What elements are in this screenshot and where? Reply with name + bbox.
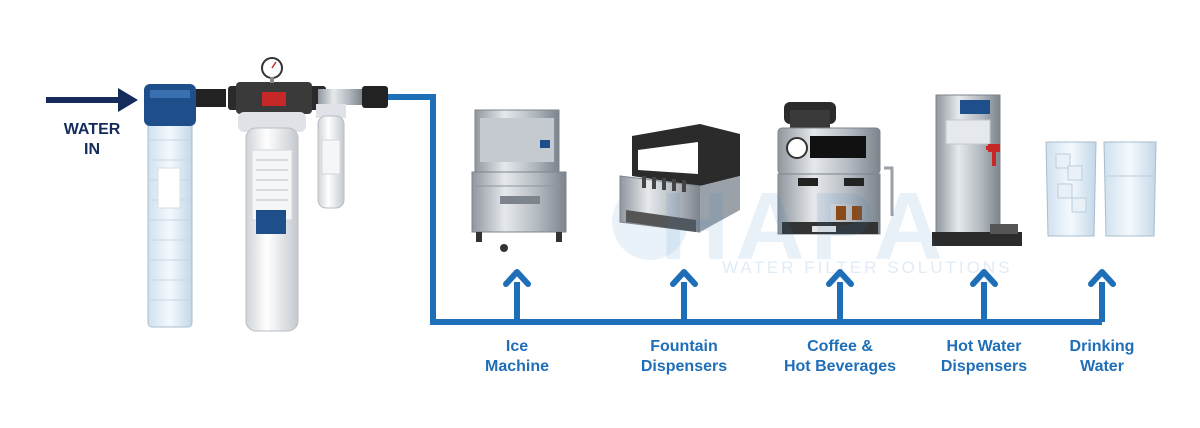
water-in-label: WATER IN (52, 120, 132, 160)
watermark-name: HAPA (660, 173, 949, 280)
input-arrow-icon (46, 88, 138, 112)
watermark-tagline: WATER FILTER SOLUTIONS (722, 258, 1013, 277)
branch-arrow-coffee-hot-beverages-icon (826, 269, 854, 322)
output-label-drinking-water: Drinking Water (1052, 337, 1152, 377)
branch-arrow-fountain-dispensers-icon (670, 269, 698, 322)
output-label-line1: Coffee & (807, 338, 873, 355)
output-label-line2: Water (1080, 358, 1124, 375)
output-label-fountain-dispensers: Fountain Dispensers (624, 337, 744, 377)
output-label-line1: Fountain (650, 338, 718, 355)
distribution-pipe (385, 94, 1102, 325)
sediment-filter-icon (144, 84, 196, 328)
carbon-filter-cartridge-icon (238, 112, 306, 332)
water-in-line1: WATER (63, 121, 121, 138)
output-label-line1: Drinking (1069, 338, 1135, 355)
output-label-hot-water-dispensers: Hot Water Dispensers (924, 337, 1044, 377)
output-label-ice-machine: Ice Machine (462, 337, 572, 377)
output-label-line2: Dispensers (940, 358, 1028, 375)
fountain-dispenser-icon (619, 124, 740, 233)
output-label-line2: Machine (484, 358, 549, 375)
output-label-line1: Hot Water (946, 338, 1022, 355)
output-label-coffee-hot-beverages: Coffee & Hot Beverages (772, 337, 908, 377)
output-label-line2: Dispensers (640, 358, 728, 375)
branch-arrows (503, 269, 1116, 322)
branch-arrow-drinking-water-icon (1088, 269, 1116, 322)
espresso-machine-icon (777, 102, 894, 235)
ice-machine-icon (471, 109, 567, 252)
hot-water-dispenser-icon (932, 94, 1022, 246)
filter-head-manifold-icon (196, 57, 388, 114)
scale-filter-cartridge-icon (316, 104, 346, 209)
output-label-line1: Ice (505, 338, 529, 355)
branch-arrow-ice-machine-icon (503, 269, 531, 322)
water-in-line2: IN (84, 141, 100, 158)
output-label-line2: Hot Beverages (783, 358, 897, 375)
branch-arrow-hot-water-dispensers-icon (970, 269, 998, 322)
drinking-water-glasses-icon (1045, 141, 1157, 237)
